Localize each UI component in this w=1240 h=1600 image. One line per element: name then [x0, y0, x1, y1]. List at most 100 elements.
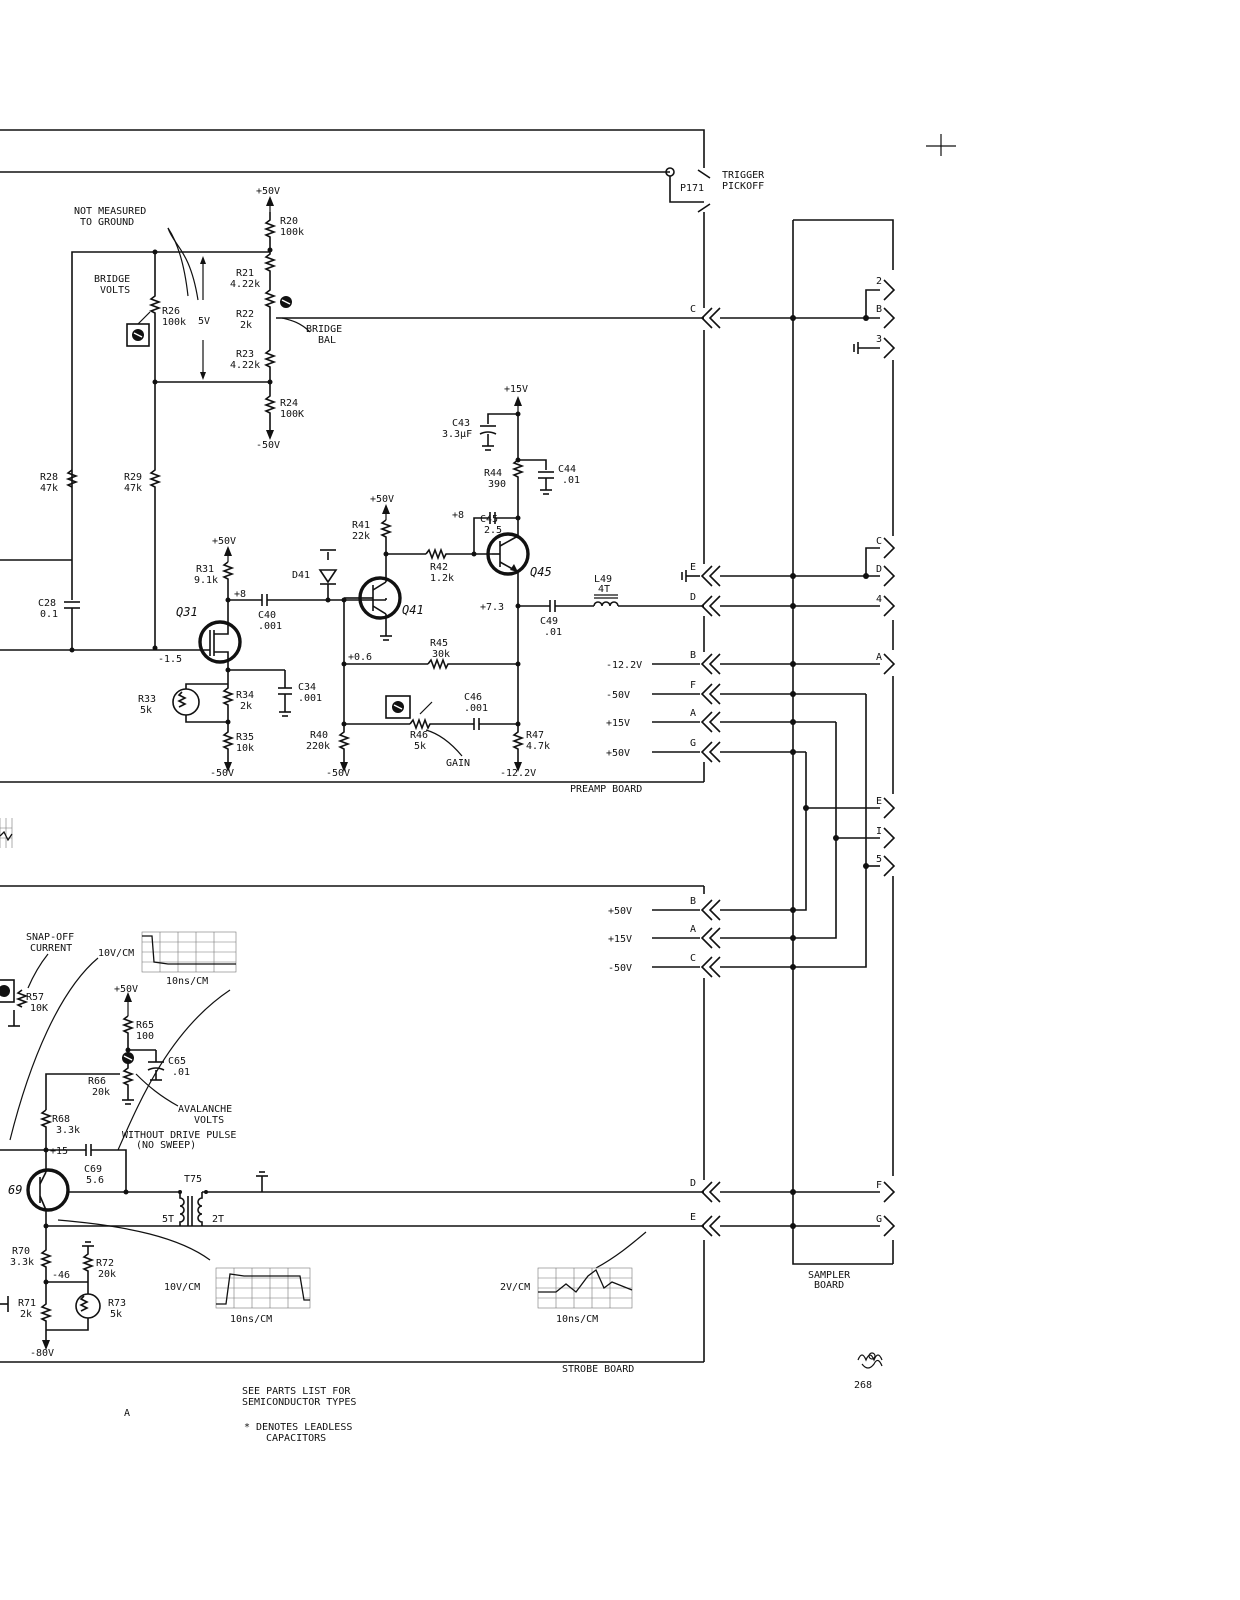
five-volt-label: 5V	[198, 316, 210, 327]
supply-preamp-f: -50V	[606, 690, 630, 701]
not-measured-label-1: NOT MEASURED	[74, 206, 146, 217]
registration-mark	[926, 134, 956, 156]
r65-ref: R65	[136, 1020, 154, 1031]
not-measured-label-2: TO GROUND	[80, 217, 134, 228]
r20-ref: R20	[280, 216, 298, 227]
r70-val: 3.3k	[10, 1257, 34, 1268]
q31-stage	[0, 546, 386, 772]
conn-preamp-a: A	[690, 708, 696, 719]
r42-val: 1.2k	[430, 573, 454, 584]
conn-preamp-g: G	[690, 738, 696, 749]
r29-ref: R29	[124, 472, 142, 483]
r65-supply: +50V	[114, 984, 138, 995]
sampler-pin-2: 2	[876, 276, 882, 287]
c46-ref: C46	[464, 692, 482, 703]
strobe-board-outline	[0, 885, 705, 1363]
q45-emitter-voltage: +7.3	[480, 602, 504, 613]
r44-ref: R44	[484, 468, 502, 479]
c43-val: 3.3μF	[442, 429, 472, 440]
sampler-pin-f: F	[876, 1180, 882, 1191]
r21-ref: R21	[236, 268, 254, 279]
leadless-note-2: CAPACITORS	[266, 1433, 326, 1444]
r29-val: 47k	[124, 483, 142, 494]
r66-val: 20k	[92, 1087, 110, 1098]
r65-val: 100	[136, 1031, 154, 1042]
c46-val: .001	[464, 703, 488, 714]
conn-strobe-d: D	[690, 1178, 696, 1189]
r24-val: 100K	[280, 409, 304, 420]
bridge-network	[65, 196, 704, 648]
c40-ref: C40	[258, 610, 276, 621]
supply-strobe-b: +50V	[608, 906, 632, 917]
r28-ref: R28	[40, 472, 58, 483]
waveform-3-hscale: 10ns/CM	[556, 1314, 598, 1325]
t75-pri: 5T	[162, 1214, 174, 1225]
r57-val: 10K	[30, 1003, 48, 1014]
r35-ref: R35	[236, 732, 254, 743]
r72-val: 20k	[98, 1269, 116, 1280]
c49-val: .01	[544, 627, 562, 638]
r21-val: 4.22k	[230, 279, 260, 290]
supply-preamp-b: -12.2V	[606, 660, 642, 671]
avalanche-label-1: AVALANCHE	[178, 1104, 232, 1115]
waveform-1-hscale: 10ns/CM	[166, 976, 208, 987]
r72-ref: R72	[96, 1258, 114, 1269]
snap-off-label-2: CURRENT	[30, 943, 72, 954]
c44-ref: C44	[558, 464, 576, 475]
r41-ref: R41	[352, 520, 370, 531]
c65-ref: C65	[168, 1056, 186, 1067]
sampler-board-outline	[792, 219, 894, 1265]
sampler-pin-b: B	[876, 304, 882, 315]
r68-ref: R68	[52, 1114, 70, 1125]
without-drive-label-1: WITHOUT DRIVE PULSE	[122, 1130, 236, 1141]
c28-val: 0.1	[40, 609, 58, 620]
bridge-bal-label-1: BRIDGE	[306, 324, 342, 335]
r66-ref: R66	[88, 1076, 106, 1087]
r23-val: 4.22k	[230, 360, 260, 371]
r42-ref: R42	[430, 562, 448, 573]
r35-supply: -50V	[210, 768, 234, 779]
see-parts-note-1: SEE PARTS LIST FOR	[242, 1386, 351, 1397]
r73-val: 5k	[110, 1309, 122, 1320]
sampler-pin-4: 4	[876, 594, 882, 605]
edge-waveform-mark	[0, 818, 13, 848]
snap-off-label-1: SNAP-OFF	[26, 932, 74, 943]
leadless-note-1: * DENOTES LEADLESS	[244, 1422, 352, 1433]
c34-ref: C34	[298, 682, 316, 693]
preamp-board-outline	[0, 129, 705, 783]
q31-supply: +50V	[212, 536, 236, 547]
c43-ref: C43	[452, 418, 470, 429]
q45-stage	[473, 396, 704, 772]
r23-ref: R23	[236, 349, 254, 360]
q69-emitter-voltage: -46	[52, 1270, 70, 1281]
r46-val: 5k	[414, 741, 426, 752]
c28-ref: C28	[38, 598, 56, 609]
conn-preamp-f: F	[690, 680, 696, 691]
r71-supply: -80V	[30, 1348, 54, 1359]
conn-preamp-c: C	[690, 304, 696, 315]
supply-strobe-a: +15V	[608, 934, 632, 945]
supply-preamp-g: +50V	[606, 748, 630, 759]
supply-preamp-a: +15V	[606, 718, 630, 729]
t75-sec: 2T	[212, 1214, 224, 1225]
q45-collector-voltage: +8	[452, 510, 464, 521]
q41-stage	[337, 504, 521, 772]
sampler-pin-g: G	[876, 1214, 882, 1225]
sampler-board-label-2: BOARD	[814, 1280, 844, 1291]
sampler-bus	[790, 279, 896, 1237]
r24-supply: -50V	[256, 440, 280, 451]
strobe-circuit	[0, 953, 704, 1350]
c44-val: .01	[562, 475, 580, 486]
waveform-inset-3	[537, 1267, 633, 1309]
preamp-connectors	[652, 307, 866, 763]
r71-ref: R71	[18, 1298, 36, 1309]
l49-val: 4T	[598, 584, 610, 595]
avalanche-label-2: VOLTS	[194, 1115, 224, 1126]
waveform-3-vscale: 2V/CM	[500, 1282, 530, 1293]
c40-val: .001	[258, 621, 282, 632]
r22-val: 2k	[240, 320, 252, 331]
sampler-pin-a: A	[876, 652, 882, 663]
r46-ref: R46	[410, 730, 428, 741]
bridge-bal-label-2: BAL	[318, 335, 336, 346]
trigger-label-1: TRIGGER	[722, 170, 765, 181]
